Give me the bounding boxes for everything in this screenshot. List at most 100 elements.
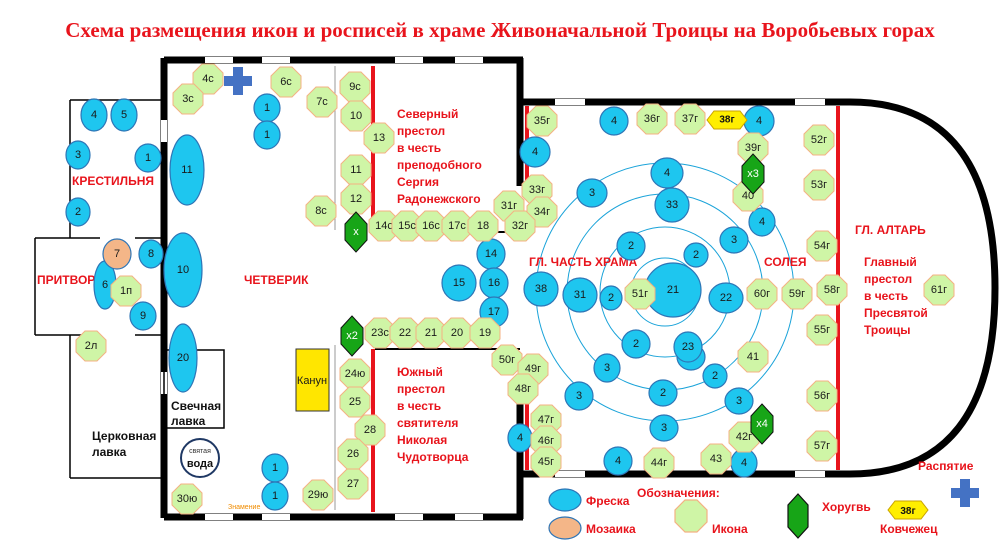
icon-number: 48г — [515, 383, 531, 395]
icon-marker — [521, 174, 553, 206]
icon-number: 13 — [373, 132, 385, 144]
cross-icon — [224, 67, 252, 95]
fresco-number: 1 — [272, 490, 278, 502]
krestilnya-label: КРЕСТИЛЬНЯ — [72, 174, 154, 188]
icon-marker — [806, 314, 838, 346]
fresco-number: 20 — [177, 352, 189, 364]
fresco-marker — [134, 143, 162, 173]
icon-number: 40 — [742, 190, 754, 202]
icon-number: 56г — [814, 390, 830, 402]
icon-marker — [530, 446, 562, 478]
fresco-marker — [253, 93, 281, 123]
fresco-number: 6 — [102, 279, 108, 291]
fresco-marker — [261, 453, 289, 483]
fresco-number: 3 — [604, 362, 610, 374]
fresco-number: 4 — [532, 146, 538, 158]
icon-number: 22 — [399, 327, 411, 339]
icon-number: 25 — [349, 396, 361, 408]
icon-number: 21 — [425, 327, 437, 339]
icon-number: 31г — [501, 200, 517, 212]
legend-banner-label: Хоругвь — [822, 500, 871, 514]
icon-number: 1п — [120, 285, 132, 297]
icon-number: 50г — [499, 354, 515, 366]
icon-marker — [364, 317, 396, 349]
arks: 38г — [706, 110, 748, 130]
icon-number: 36г — [644, 113, 660, 125]
small-note: Знамение — [228, 504, 260, 511]
fresco-marker — [603, 446, 633, 476]
fresco-marker — [523, 271, 559, 307]
fresco-marker — [649, 414, 679, 442]
holy-water-font — [180, 438, 220, 478]
fresco-number: 5 — [121, 109, 127, 121]
kanun-label: Канун — [297, 375, 327, 387]
main-throne-label: Главный престол в честь Пресвятой Троицы — [864, 255, 928, 337]
svg-text:Николая: Николая — [397, 433, 447, 447]
icon-number: 41 — [747, 351, 759, 363]
svg-text:в честь: в честь — [397, 141, 441, 155]
soleya-label: СОЛЕЯ — [764, 255, 806, 269]
icon-number: 6с — [280, 76, 292, 88]
fresco-number: 1 — [145, 152, 151, 164]
icon-marker — [526, 105, 558, 137]
icon-number: 45г — [538, 456, 554, 468]
fresco-marker — [644, 262, 702, 318]
icon-number: 11 — [350, 164, 361, 176]
banner-number: х4 — [756, 418, 768, 430]
chetverik-label: ЧЕТВЕРИК — [244, 273, 309, 287]
icon-number: 37г — [682, 113, 698, 125]
icon-marker — [806, 380, 838, 412]
mosaics: 7 — [102, 238, 132, 270]
icon-marker — [636, 103, 668, 135]
fresco-number: 4 — [741, 457, 747, 469]
icon-number: 12 — [350, 193, 362, 205]
fresco-marker — [599, 106, 629, 136]
fresco-marker — [168, 323, 198, 393]
fresco-number: 4 — [756, 115, 762, 127]
svg-text:в честь: в честь — [397, 399, 441, 413]
icon-number: 43 — [710, 453, 722, 465]
icon-number: 54г — [814, 240, 830, 252]
icon-marker — [192, 63, 224, 95]
svg-text:престол: престол — [864, 272, 912, 286]
icon-marker — [674, 103, 706, 135]
icon-number: 23с — [371, 327, 389, 339]
icon-number: 16с — [422, 220, 440, 232]
icon-number: 42г — [736, 431, 752, 443]
icon-marker — [354, 414, 386, 446]
fresco-marker — [743, 105, 775, 137]
fresco-marker — [593, 353, 621, 383]
fresco-number: 9 — [140, 310, 146, 322]
fresco-marker — [253, 120, 281, 150]
kanun-table — [295, 348, 330, 412]
fresco-number: 4 — [611, 115, 617, 127]
fresco-marker — [719, 226, 749, 254]
svg-text:Сергия: Сергия — [397, 175, 439, 189]
icon-number: 52г — [811, 134, 827, 146]
main-part-label: ГЛ. ЧАСТЬ ХРАМА — [529, 255, 638, 269]
icon-marker — [700, 443, 732, 475]
svg-text:преподобного: преподобного — [397, 158, 482, 172]
icon-marker — [923, 274, 955, 306]
icon-number: 33г — [529, 184, 545, 196]
icon-number: 15с — [398, 220, 416, 232]
fresco-marker — [676, 343, 706, 371]
fresco-number: 2 — [712, 370, 718, 382]
legend-fresco-swatch — [548, 488, 582, 512]
icon-marker — [806, 430, 838, 462]
fresco-marker — [65, 140, 91, 170]
svg-text:Радонежского: Радонежского — [397, 192, 481, 206]
south-throne-label: Южный престол в честь святителя Николая … — [397, 365, 469, 464]
icon-number: 14с — [375, 220, 393, 232]
icon-number: 8с — [315, 205, 327, 217]
svg-text:Чудотворца: Чудотворца — [397, 450, 469, 464]
icon-marker — [415, 317, 447, 349]
icon-number: 55г — [814, 324, 830, 336]
legend-ark-swatch — [887, 500, 929, 520]
icon-marker — [363, 122, 395, 154]
icon-marker — [302, 479, 334, 511]
icon-marker — [340, 183, 372, 215]
fresco-marker — [80, 98, 108, 132]
